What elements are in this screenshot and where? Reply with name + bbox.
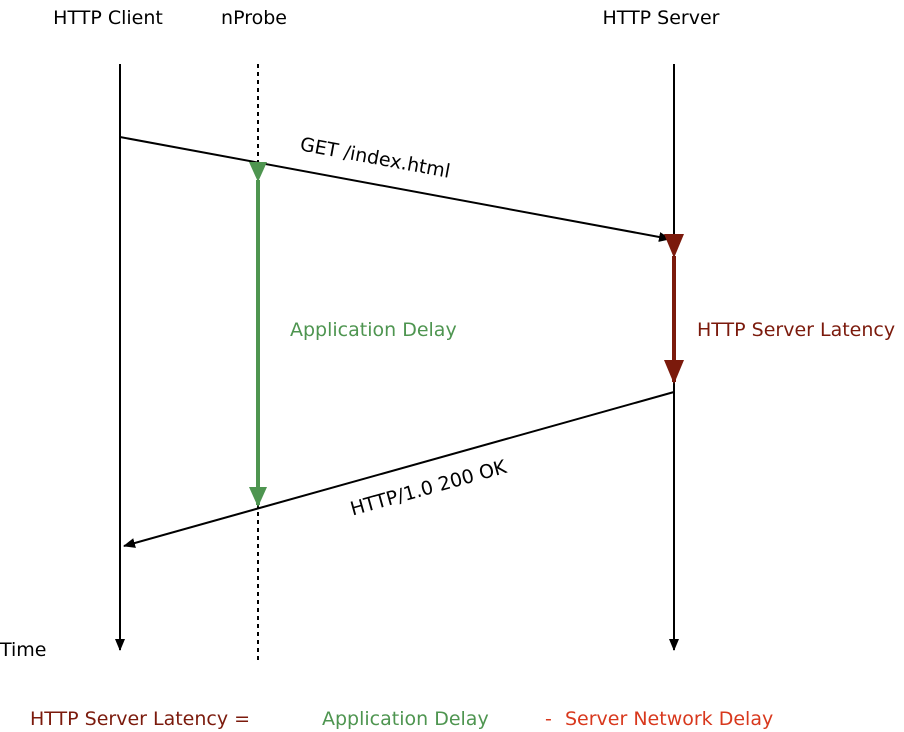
formula-minus: - <box>545 708 552 730</box>
formula-term1: Application Delay <box>322 708 489 730</box>
time-label: Time <box>0 639 47 661</box>
application-delay-label: Application Delay <box>290 319 457 341</box>
formula-lhs: HTTP Server Latency = <box>30 708 250 730</box>
response-arrow <box>123 391 675 548</box>
formula-term2: Server Network Delay <box>565 708 773 730</box>
client-label: HTTP Client <box>53 7 163 29</box>
request-arrow <box>119 136 671 242</box>
server-label: HTTP Server <box>603 7 720 29</box>
request-label: GET /index.html <box>298 133 452 182</box>
server-latency-label: HTTP Server Latency <box>697 319 895 341</box>
response-label: HTTP/1.0 200 OK <box>348 456 510 521</box>
probe-label: nProbe <box>221 7 287 29</box>
